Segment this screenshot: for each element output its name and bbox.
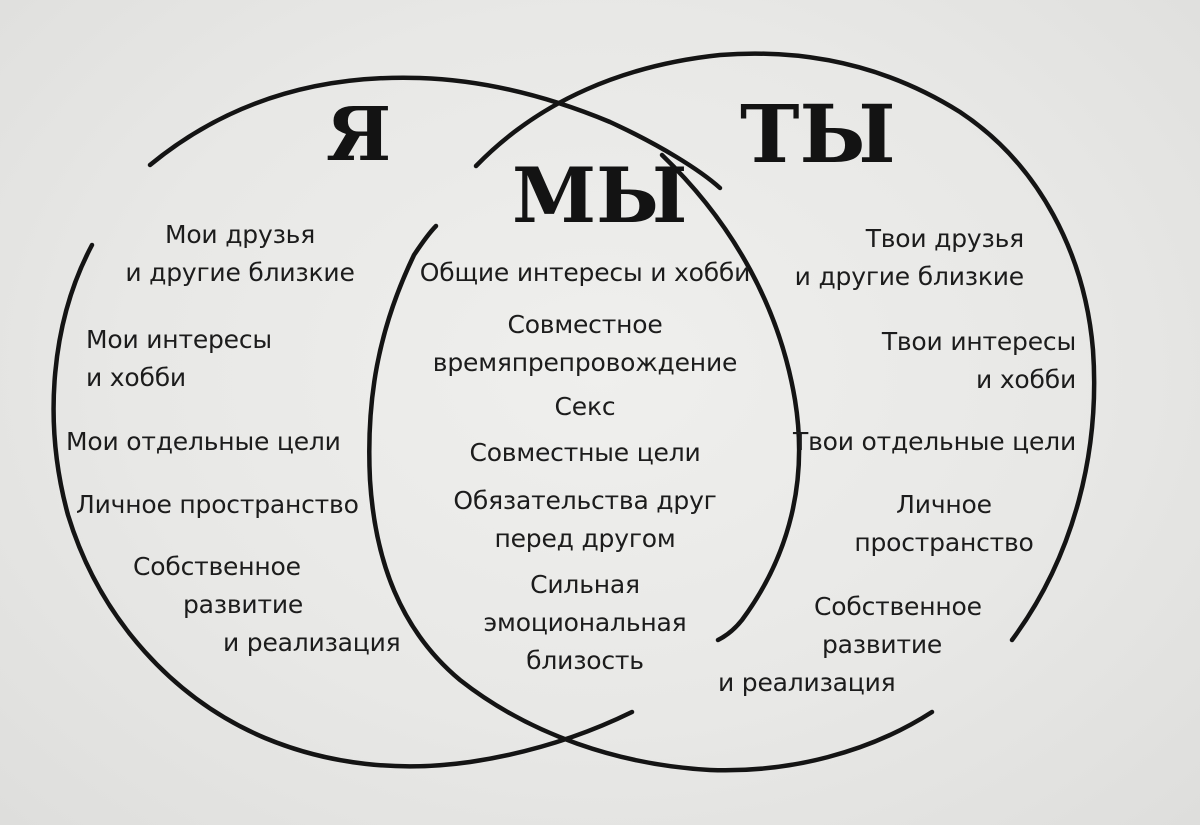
middle-item-intimacy: Сильная эмоциональная близость bbox=[484, 566, 687, 680]
left-item-friends: Мои друзья и другие близкие bbox=[125, 216, 355, 292]
middle-item-commitments-line: перед другом bbox=[494, 524, 676, 553]
left-item-growth: Собственное развитие и реализация bbox=[133, 548, 401, 662]
middle-item-time-line: времяпрепровождение bbox=[432, 348, 738, 377]
left-item-growth-line: развитие bbox=[183, 590, 304, 619]
middle-item-sex: Секс bbox=[555, 388, 616, 426]
left-circle-inner-arc bbox=[659, 152, 802, 643]
left-item-space: Личное пространство bbox=[76, 486, 359, 524]
right-item-growth-line: Собственное bbox=[814, 592, 982, 621]
middle-item-time-line: Совместное bbox=[507, 310, 663, 339]
left-item-growth-line: и реализация bbox=[223, 628, 401, 657]
middle-item-interests: Общие интересы и хобби bbox=[419, 254, 751, 292]
middle-item-goals-line: Совместные цели bbox=[469, 438, 701, 467]
right-item-growth-line: развитие bbox=[822, 630, 943, 659]
title-me: Я bbox=[326, 92, 392, 178]
left-item-interests: Мои интересы и хобби bbox=[86, 321, 272, 397]
left-item-goals-line: Мои отдельные цели bbox=[66, 427, 341, 456]
right-item-growth: Собственное развитие и реализация bbox=[718, 588, 982, 702]
left-item-space-line: Личное пространство bbox=[76, 490, 359, 519]
left-circle-lower-arc bbox=[51, 242, 635, 769]
right-item-friends-line: Твои друзья bbox=[865, 224, 1025, 253]
right-circle-upper-arc bbox=[473, 51, 1097, 643]
right-item-friends: Твои друзья и другие близкие bbox=[794, 220, 1025, 296]
left-item-friends-line: и другие близкие bbox=[125, 258, 355, 287]
left-circle-upper-arc bbox=[147, 75, 723, 191]
middle-item-intimacy-line: эмоциональная bbox=[483, 608, 687, 637]
right-item-space-line: Личное bbox=[896, 490, 992, 519]
right-item-space-line: пространство bbox=[854, 528, 1034, 557]
left-item-friends-line: Мои друзья bbox=[164, 220, 316, 249]
left-item-interests-line: Мои интересы bbox=[86, 325, 272, 354]
right-item-goals: Твои отдельные цели bbox=[793, 423, 1076, 461]
middle-item-intimacy-line: Сильная bbox=[530, 570, 640, 599]
middle-item-interests-line: Общие интересы и хобби bbox=[419, 258, 751, 287]
title-you: ТЫ bbox=[740, 87, 896, 181]
right-item-interests-line: и хобби bbox=[976, 365, 1076, 394]
middle-item-sex-line: Секс bbox=[554, 392, 616, 421]
title-we: МЫ bbox=[512, 151, 688, 240]
middle-item-intimacy-line: близость bbox=[526, 646, 644, 675]
right-item-space: Личное пространство bbox=[854, 486, 1033, 562]
right-item-interests-line: Твои интересы bbox=[881, 327, 1076, 356]
right-item-interests: Твои интересы и хобби bbox=[882, 323, 1076, 399]
middle-item-commitments-line: Обязательства друг bbox=[453, 486, 717, 515]
middle-item-goals: Совместные цели bbox=[469, 434, 700, 472]
left-item-goals: Мои отдельные цели bbox=[66, 423, 341, 461]
left-item-interests-line: и хобби bbox=[86, 363, 186, 392]
right-item-goals-line: Твои отдельные цели bbox=[793, 427, 1076, 456]
middle-item-time: Совместное времяпрепровождение bbox=[432, 306, 738, 382]
right-item-growth-line: и реализация bbox=[718, 668, 896, 697]
left-item-growth-line: Собственное bbox=[133, 552, 301, 581]
right-item-friends-line: и другие близкие bbox=[794, 262, 1025, 291]
middle-item-commitments: Обязательства друг перед другом bbox=[453, 482, 716, 558]
right-circle-lower-arc bbox=[367, 223, 935, 773]
